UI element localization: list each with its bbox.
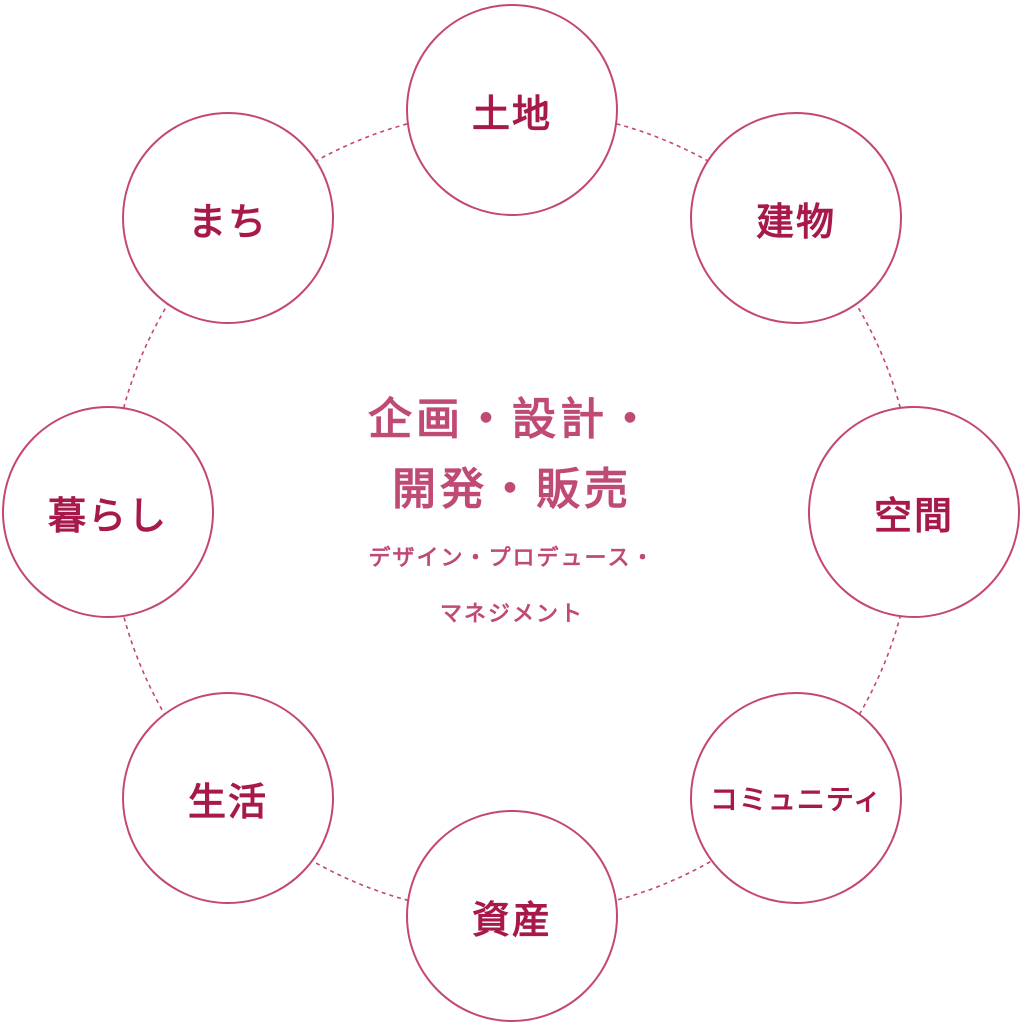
center-title-line1: 企画・設計・	[368, 394, 656, 445]
node-label: 資産	[471, 897, 552, 942]
node-label: 生活	[187, 779, 268, 824]
center-text-block: 企画・設計・ 開発・販売 デザイン・プロデュース・ マネジメント	[262, 385, 762, 637]
node-assets: 資産	[406, 810, 618, 1022]
node-land: 土地	[406, 4, 618, 216]
node-life: 生活	[122, 692, 334, 904]
center-title-line2: 開発・販売	[392, 464, 632, 515]
center-subtitle-line2: マネジメント	[439, 602, 584, 627]
node-town: まち	[122, 112, 334, 324]
node-label: 空間	[873, 493, 954, 538]
node-space: 空間	[808, 406, 1020, 618]
node-label: まち	[187, 199, 268, 244]
center-subtitle-line1: デザイン・プロデュース・	[368, 546, 656, 571]
node-community: コミュニティ	[690, 692, 902, 904]
node-label: コミュニティ	[709, 783, 883, 816]
node-label: 土地	[471, 91, 552, 136]
node-label: 建物	[755, 199, 836, 244]
node-building: 建物	[690, 112, 902, 324]
node-living: 暮らし	[2, 406, 214, 618]
node-label: 暮らし	[47, 493, 168, 538]
